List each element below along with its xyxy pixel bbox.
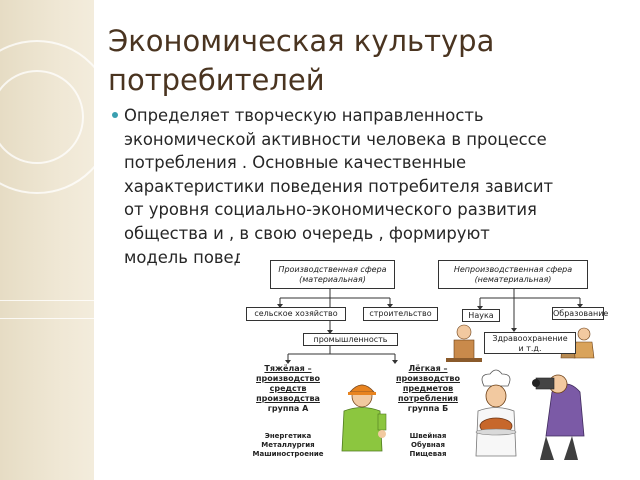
bullet-line: экономической активности человека в проц… — [124, 129, 547, 149]
education-label: Образование — [553, 309, 609, 318]
nonproduction-sphere-line-1: Непроизводственная сфера — [453, 265, 573, 274]
healthcare-box: Здравоохранение и т.д. — [484, 332, 576, 354]
chef-illustration — [475, 369, 517, 457]
light-line-4: потребления — [398, 394, 458, 403]
decorative-ring — [0, 40, 94, 194]
bullet-line: от уровня социально-экономического разви… — [124, 200, 537, 220]
light-industry-group: Лёгкая – производство предметов потребле… — [390, 364, 466, 414]
scientist-illustration — [446, 324, 482, 362]
bullet-line: потребления . Основные качественные — [124, 153, 467, 173]
heavy-example: Энергетика — [264, 432, 312, 440]
photographer-illustration — [532, 374, 585, 460]
heavy-industry-group: Тяжёлая – производство средств производс… — [252, 364, 324, 414]
science-box: Наука — [462, 309, 500, 322]
decorative-strip — [0, 0, 94, 480]
bullet-line: Определяет творческую направленность — [124, 106, 484, 125]
title-line-1: Экономическая культура — [108, 24, 495, 58]
heavy-line-5: группа А — [267, 404, 309, 413]
bullet-line: характеристики поведения потребителя зав… — [124, 176, 554, 196]
heavy-line-2: производство — [256, 374, 320, 383]
production-sphere-box: Производственная сфера (материальная) — [270, 260, 395, 289]
slide-title: Экономическая культура потребителей — [108, 22, 608, 100]
bullet-text: Определяет творческую направленность эко… — [124, 104, 624, 269]
healthcare-line-1: Здравоохранение — [492, 334, 568, 343]
heavy-example: Металлургия — [261, 441, 315, 449]
bullet-line: общества и , в свою очередь , формируют — [124, 223, 490, 243]
construction-box: строительство — [363, 307, 438, 321]
diagram-connectors — [277, 289, 595, 460]
light-line-5: группа Б — [407, 404, 449, 413]
decorative-line — [0, 318, 94, 319]
light-line-1: Лёгкая – — [408, 364, 448, 373]
science-label: Наука — [468, 311, 494, 320]
light-line-2: производство — [396, 374, 460, 383]
industry-label: промышленность — [313, 335, 388, 344]
worker-illustration — [341, 384, 387, 452]
title-line-2: потребителей — [108, 63, 325, 97]
light-example: Швейная — [409, 432, 447, 440]
light-example: Пищевая — [409, 450, 447, 458]
light-example: Обувная — [411, 441, 445, 449]
decorative-line — [0, 300, 94, 301]
decorative-ring — [0, 70, 84, 164]
light-line-3: предметов — [402, 384, 454, 393]
heavy-line-4: производства — [256, 394, 320, 403]
heavy-industry-examples: Энергетика Металлургия Машиностроение — [252, 432, 324, 459]
nonproduction-sphere-line-2: (нематериальная) — [474, 275, 552, 284]
light-industry-examples: Швейная Обувная Пищевая — [390, 432, 466, 459]
economy-sectors-diagram: Производственная сфера (материальная) Не… — [240, 246, 608, 464]
construction-label: строительство — [369, 309, 432, 318]
industry-box: промышленность — [303, 333, 398, 346]
nonproduction-sphere-box: Непроизводственная сфера (нематериальная… — [438, 260, 588, 289]
production-sphere-line-1: Производственная сфера — [278, 265, 387, 274]
agriculture-box: сельское хозяйство — [246, 307, 346, 321]
bullet-icon — [112, 112, 118, 118]
heavy-line-1: Тяжёлая – — [264, 364, 312, 373]
education-box: Образование — [552, 307, 608, 320]
healthcare-line-2: и т.д. — [518, 344, 542, 353]
heavy-line-3: средств — [269, 384, 307, 393]
heavy-example: Машиностроение — [252, 450, 324, 458]
agriculture-label: сельское хозяйство — [254, 309, 338, 318]
production-sphere-line-2: (материальная) — [299, 275, 366, 284]
